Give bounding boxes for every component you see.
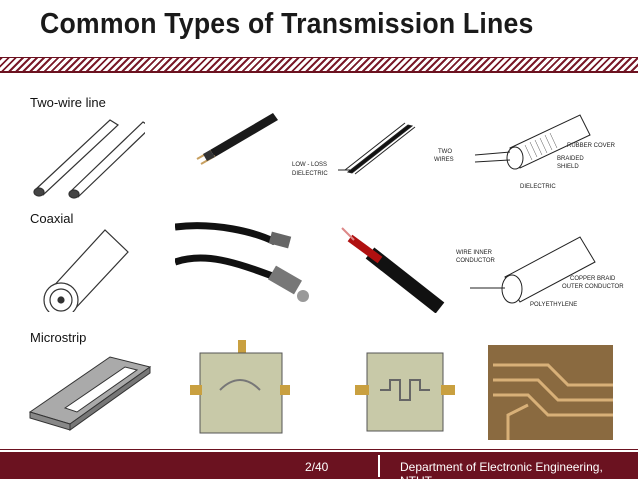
slide-title: Common Types of Transmission Lines <box>40 8 534 40</box>
label-wires: WIRES <box>434 157 454 163</box>
title-rule-bottom <box>0 71 638 73</box>
label-braided: BRAIDED <box>557 156 584 162</box>
label-polyethylene: POLYETHYLENE <box>530 302 577 308</box>
label-copper-braid: COPPER BRAID <box>570 276 616 282</box>
shielded-pair-diagram: TWO WIRES RUBBER COVER BRAIDED SHIELD DI… <box>434 114 616 190</box>
section-label-coaxial: Coaxial <box>30 211 74 226</box>
microstrip-board-photo-1 <box>190 340 290 434</box>
two-wire-diagram <box>33 119 145 199</box>
twin-lead-diagram: LOW - LOSS DIELECTRIC <box>292 122 416 177</box>
label-rubber-cover: RUBBER COVER <box>567 143 616 149</box>
footer-bar <box>0 452 638 479</box>
label-low-loss: LOW - LOSS <box>292 162 327 168</box>
coaxial-cable-photo <box>175 222 309 302</box>
coaxial-diagram <box>43 229 129 312</box>
label-two: TWO <box>438 149 452 155</box>
section-label-two-wire: Two-wire line <box>30 95 106 110</box>
footer-separator <box>378 455 380 477</box>
title-hatch-band <box>0 58 638 72</box>
label-dielectric-a: DIELECTRIC <box>292 171 328 177</box>
label-outer-conductor: OUTER CONDUCTOR <box>562 284 624 290</box>
page-number: 2/40 <box>305 460 329 474</box>
two-wire-cable-photo <box>196 113 278 165</box>
coaxial-cutaway-photo <box>341 227 445 313</box>
label-dielectric-b: DIELECTRIC <box>520 184 556 190</box>
microstrip-board-photo-2 <box>355 352 455 432</box>
printed-circuit-photo <box>488 345 613 440</box>
footer-rule <box>0 449 638 450</box>
label-shield: SHIELD <box>557 164 579 170</box>
microstrip-diagram <box>28 356 152 431</box>
label-wire-inner: WIRE INNER <box>456 250 493 256</box>
label-conductor: CONDUCTOR <box>456 258 496 264</box>
footer-department: Department of Electronic Engineering, NT… <box>400 460 603 488</box>
section-label-microstrip: Microstrip <box>30 330 87 345</box>
coaxial-connector-diagram: WIRE INNER CONDUCTOR COPPER BRAID OUTER … <box>456 236 624 308</box>
